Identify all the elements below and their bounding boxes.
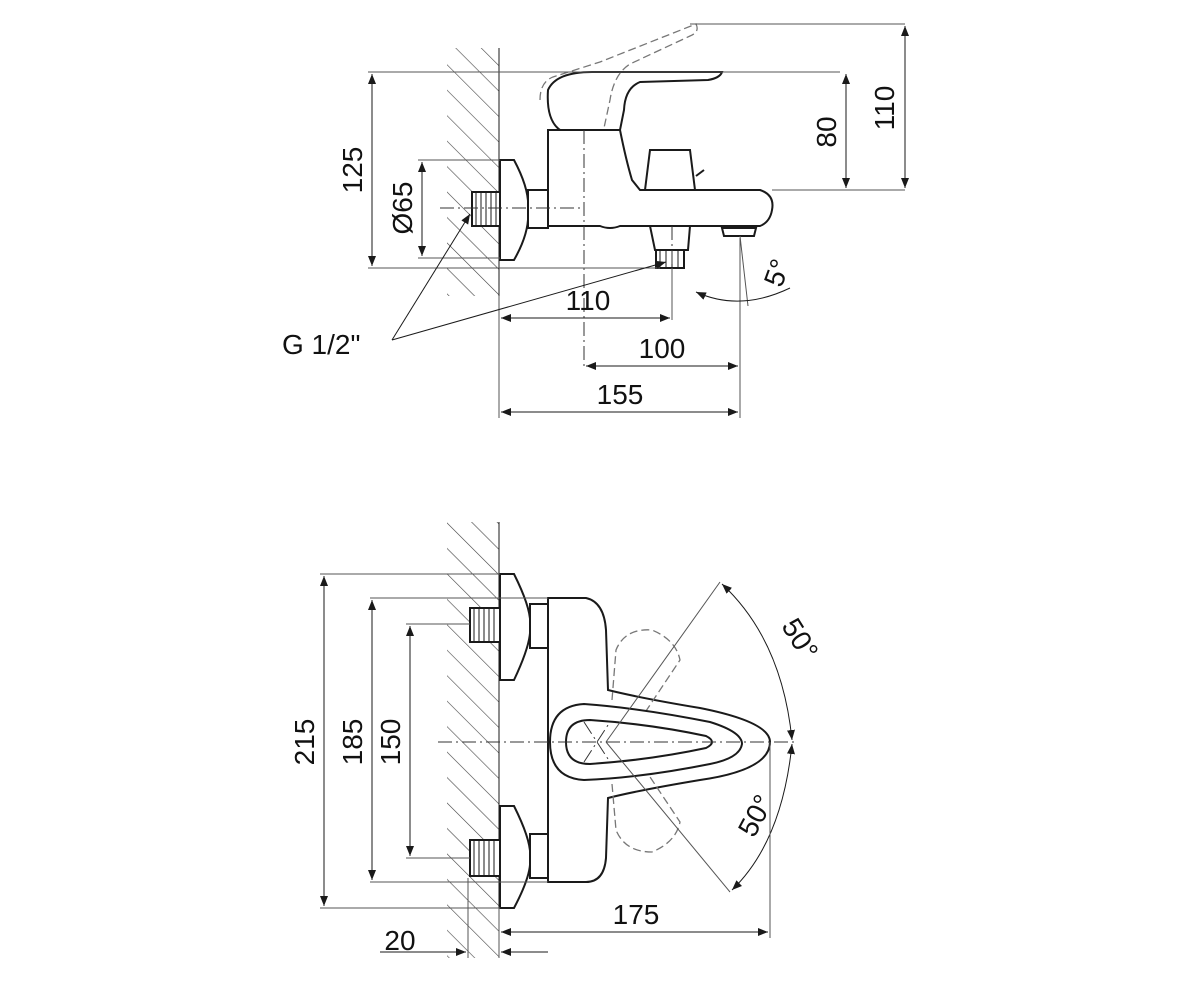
wall-hatch-bottom [447,522,499,958]
label-50-down: 50° [732,790,779,842]
label-thread: G 1/2" [282,329,360,360]
wall-flange [499,159,530,261]
label-175: 175 [613,899,660,930]
lower-flange [499,805,532,909]
diverter-knob [643,149,697,191]
label-110-height: 110 [869,86,900,131]
label-155: 155 [597,379,644,410]
lower-nut [529,833,549,879]
thread-leader-1 [391,213,471,341]
threaded-inlet [471,191,501,227]
label-80-height: 80 [811,116,842,147]
thread-leader-2 [391,260,667,341]
wall-hatch-top [447,48,499,296]
angle-arc-5 [695,287,791,302]
aerator [720,227,758,237]
lever-ghost-down [611,761,681,853]
front-view: 215 185 150 175 20 50° 50° [289,522,824,958]
label-215: 215 [289,719,320,766]
upper-nut [529,603,549,649]
label-100: 100 [639,333,686,364]
upper-inlet-thread [469,607,501,643]
side-lever [546,71,724,131]
label-20: 20 [384,925,415,956]
label-125-height: 125 [337,147,368,194]
lower-inlet-thread [469,839,501,877]
label-65-diameter: Ø65 [387,182,418,235]
spout-outlet [648,225,692,251]
label-185: 185 [337,719,368,766]
connector-nut [527,189,549,229]
label-50-up: 50° [776,613,825,665]
label-110-spout: 110 [566,285,611,316]
label-5-degree: 5° [758,255,796,291]
upper-flange [499,573,532,681]
side-view: 110 80 125 Ø65 110 100 155 5° G 1/2" [282,23,909,418]
label-150: 150 [375,719,406,766]
lever-raised-ghost [539,23,698,129]
rotation-arc-down [731,743,795,891]
faucet-body [547,129,774,229]
rotation-arc-up [721,583,795,741]
